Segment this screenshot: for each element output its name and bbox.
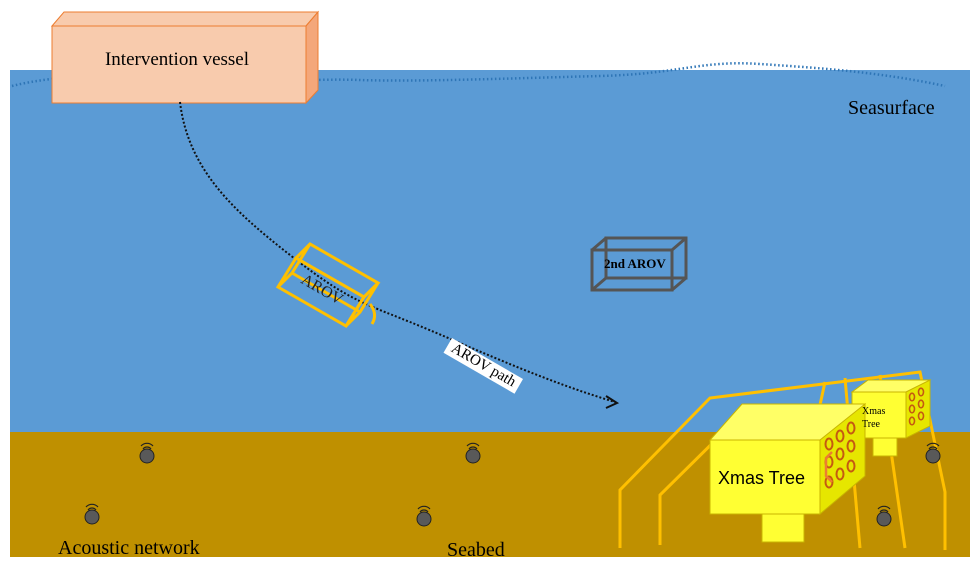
- intervention-vessel: [50, 10, 320, 105]
- arov-vehicle: [275, 242, 381, 329]
- acoustic-network-transponders: [84, 442, 941, 527]
- xmas-tree-main: [708, 402, 867, 543]
- xmas-tree-main-label: Xmas Tree: [718, 468, 806, 488]
- second-arov-label: 2nd AROV: [604, 256, 666, 271]
- xmas-tree-small-label: Xmas Tree: [862, 406, 886, 430]
- seasurface-label: Seasurface: [848, 97, 935, 119]
- acoustic-transponder-icon: [925, 442, 941, 464]
- second-arov-vehicle: [590, 236, 688, 292]
- acoustic-transponder-icon: [465, 442, 481, 464]
- acoustic-transponder-icon: [84, 503, 100, 525]
- arov-path-line: [179, 101, 616, 403]
- arov-path-arrowhead: [605, 395, 620, 409]
- seabed-label: Seabed: [447, 539, 505, 561]
- acoustic-transponder-icon: [416, 505, 432, 527]
- intervention-vessel-label: Intervention vessel: [104, 49, 250, 70]
- acoustic-transponder-icon: [139, 442, 155, 464]
- acoustic-transponder-icon: [876, 505, 892, 527]
- acoustic-network-label: Acoustic network: [58, 537, 200, 559]
